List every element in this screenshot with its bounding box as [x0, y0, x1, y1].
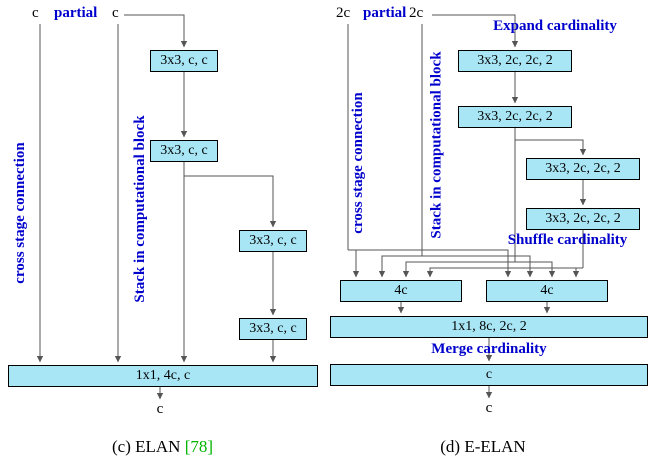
- elan-cross-stage-label: cross stage connection: [12, 142, 28, 284]
- eelan-input-right-label: 2c: [409, 5, 424, 21]
- eelan-group-box-1: 4c: [340, 280, 462, 302]
- eelan-expand-label: Expand cardinality: [493, 18, 617, 34]
- elan-input-right-label: c: [112, 5, 119, 21]
- elan-caption-text: (c) ELAN: [111, 437, 181, 456]
- elan-caption: (c) ELAN [78]: [55, 437, 270, 457]
- eelan-partial-label: partial: [363, 5, 407, 21]
- eelan-caption: (d) E-ELAN: [440, 437, 526, 456]
- elan-merge-conv-box: 1x1, 4c, c: [8, 365, 318, 387]
- eelan-conv-box-2: 3x3, 2c, 2c, 2: [458, 106, 572, 128]
- eelan-final-box: c: [330, 364, 648, 386]
- eelan-shuffle-label: Shuffle cardinality: [507, 232, 628, 248]
- elan-conv-box-3: 3x3, c, c: [239, 230, 307, 252]
- elan-conv-box-4: 3x3, c, c: [239, 318, 307, 340]
- eelan-group-box-2: 4c: [486, 280, 608, 302]
- elan-conv-box-2: 3x3, c, c: [150, 140, 218, 162]
- eelan-conv-box-4: 3x3, 2c, 2c, 2: [526, 208, 640, 230]
- eelan-conv-box-1: 3x3, 2c, 2c, 2: [458, 50, 572, 72]
- elan-stack-label: Stack in computational block: [132, 115, 148, 303]
- eelan-conv-box-3: 3x3, 2c, 2c, 2: [526, 158, 640, 180]
- elan-partial-label: partial: [54, 5, 98, 21]
- eelan-merge-label: Merge cardinality: [431, 341, 547, 357]
- citation-link-78[interactable]: [78]: [184, 437, 214, 456]
- eelan-merge-conv-box: 1x1, 8c, 2c, 2: [330, 316, 648, 338]
- elan-input-left-label: c: [32, 5, 39, 21]
- eelan-stack-label: Stack in computational block: [428, 51, 445, 239]
- elan-conv-box-1: 3x3, c, c: [150, 50, 218, 72]
- eelan-input-left-label: 2c: [336, 5, 351, 21]
- eelan-output-label: c: [485, 400, 493, 416]
- eelan-cross-stage-label: cross stage connection: [350, 92, 366, 234]
- elan-output-label: c: [156, 401, 164, 417]
